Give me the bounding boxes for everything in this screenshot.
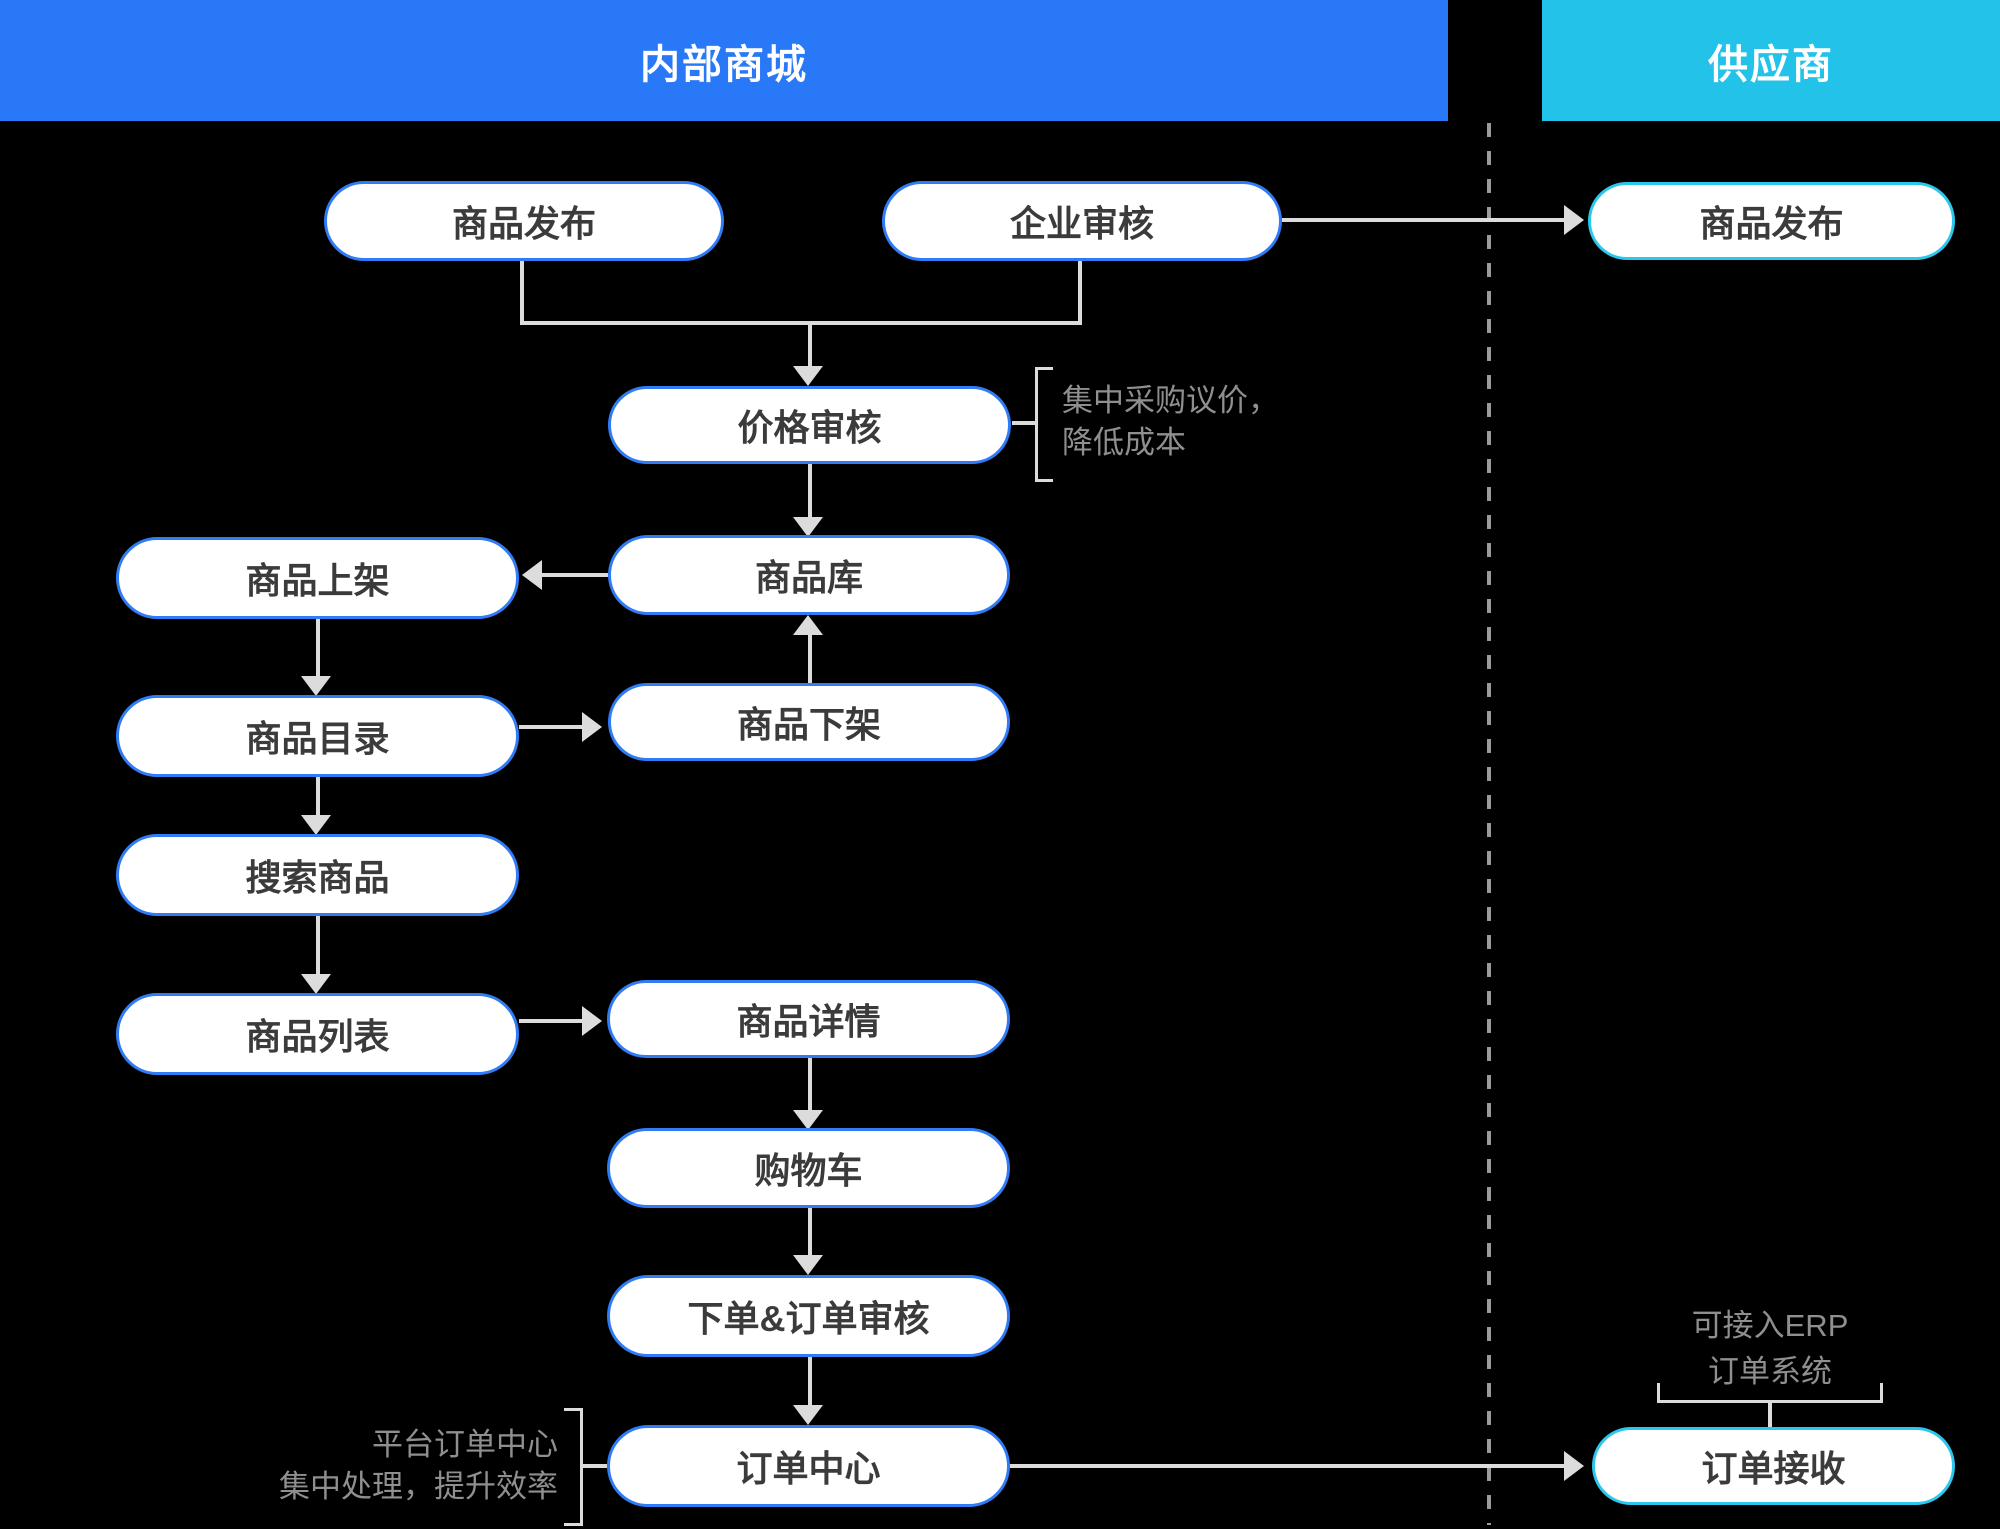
node-shopping-cart: 购物车 <box>607 1128 1010 1208</box>
arrowhead-to-catalog <box>301 676 331 696</box>
node-product-list: 商品列表 <box>116 993 519 1075</box>
order-center-note-line1: 平台订单中心 <box>372 1427 558 1462</box>
node-search-products: 搜索商品 <box>116 834 519 916</box>
connector-off-shelf-to-library <box>808 635 812 683</box>
arrowhead-to-price-review <box>793 366 823 386</box>
price-note-line1: 集中采购议价， <box>1062 383 1279 418</box>
connector-merge-to-price-review <box>808 321 812 366</box>
arrowhead-to-off-shelf <box>582 712 602 742</box>
supplier-header-label: 供应商 <box>1708 42 1834 87</box>
lane-separator-dashed-line <box>1487 123 1491 1525</box>
arrowhead-to-on-shelf <box>522 560 542 590</box>
node-order-receive: 订单接收 <box>1592 1427 1955 1505</box>
connector-publish-down <box>520 261 524 323</box>
erp-note-line2: 订单系统 <box>1708 1354 1832 1389</box>
erp-note-bracket <box>1657 1383 1883 1403</box>
connector-catalog-to-off-shelf <box>519 725 582 729</box>
node-product-library: 商品库 <box>608 535 1010 615</box>
connector-merge-horizontal <box>520 321 1082 325</box>
internal-mall-header: 内部商城 <box>0 0 1448 121</box>
price-note-line2: 降低成本 <box>1062 425 1186 460</box>
price-note: 集中采购议价， 降低成本 <box>1062 380 1279 464</box>
node-enterprise-review: 企业审核 <box>882 181 1282 261</box>
node-order-and-review: 下单&订单审核 <box>607 1275 1010 1357</box>
arrowhead-to-supplier-publish <box>1564 205 1584 235</box>
connector-order-to-center <box>808 1357 812 1405</box>
connector-enterprise-review-down <box>1078 261 1082 323</box>
erp-note: 可接入ERP 订单系统 <box>1570 1303 1970 1395</box>
order-center-note-line2: 集中处理，提升效率 <box>279 1469 558 1504</box>
arrowhead-to-center <box>793 1405 823 1425</box>
connector-detail-to-cart <box>808 1058 812 1110</box>
node-order-center: 订单中心 <box>607 1425 1010 1507</box>
arrowhead-to-library <box>793 517 823 537</box>
arrowhead-to-order <box>793 1255 823 1275</box>
arrowhead-to-list <box>301 974 331 994</box>
arrowhead-to-detail <box>582 1006 602 1036</box>
connector-search-to-list <box>316 916 320 975</box>
connector-library-to-on-shelf <box>542 573 608 577</box>
internal-mall-header-label: 内部商城 <box>640 42 808 87</box>
node-product-detail: 商品详情 <box>607 980 1010 1058</box>
node-price-review: 价格审核 <box>608 386 1011 464</box>
price-note-bracket <box>1035 367 1053 482</box>
connector-cart-to-order <box>808 1208 812 1257</box>
order-center-note: 平台订单中心 集中处理，提升效率 <box>158 1424 558 1508</box>
connector-review-to-supplier-publish <box>1282 218 1564 222</box>
erp-note-line1: 可接入ERP <box>1691 1308 1849 1343</box>
order-center-note-bracket <box>564 1408 583 1526</box>
connector-center-to-receive <box>1010 1464 1564 1468</box>
erp-note-stem <box>1768 1403 1772 1427</box>
connector-catalog-to-search <box>316 777 320 817</box>
price-note-stem <box>1012 421 1035 425</box>
arrowhead-to-search <box>301 815 331 835</box>
supplier-header: 供应商 <box>1542 0 2000 121</box>
order-center-note-stem <box>583 1464 607 1468</box>
node-product-publish-internal: 商品发布 <box>324 181 724 261</box>
arrowhead-up-to-library <box>793 615 823 635</box>
node-product-off-shelf: 商品下架 <box>608 683 1010 761</box>
connector-on-shelf-to-catalog <box>316 618 320 676</box>
node-product-on-shelf: 商品上架 <box>116 537 519 619</box>
arrowhead-to-cart <box>793 1110 823 1130</box>
arrowhead-to-receive <box>1564 1451 1584 1481</box>
node-product-catalog: 商品目录 <box>116 695 519 777</box>
connector-price-to-library <box>808 464 812 517</box>
node-product-publish-supplier: 商品发布 <box>1588 182 1955 260</box>
connector-list-to-detail <box>519 1019 582 1023</box>
